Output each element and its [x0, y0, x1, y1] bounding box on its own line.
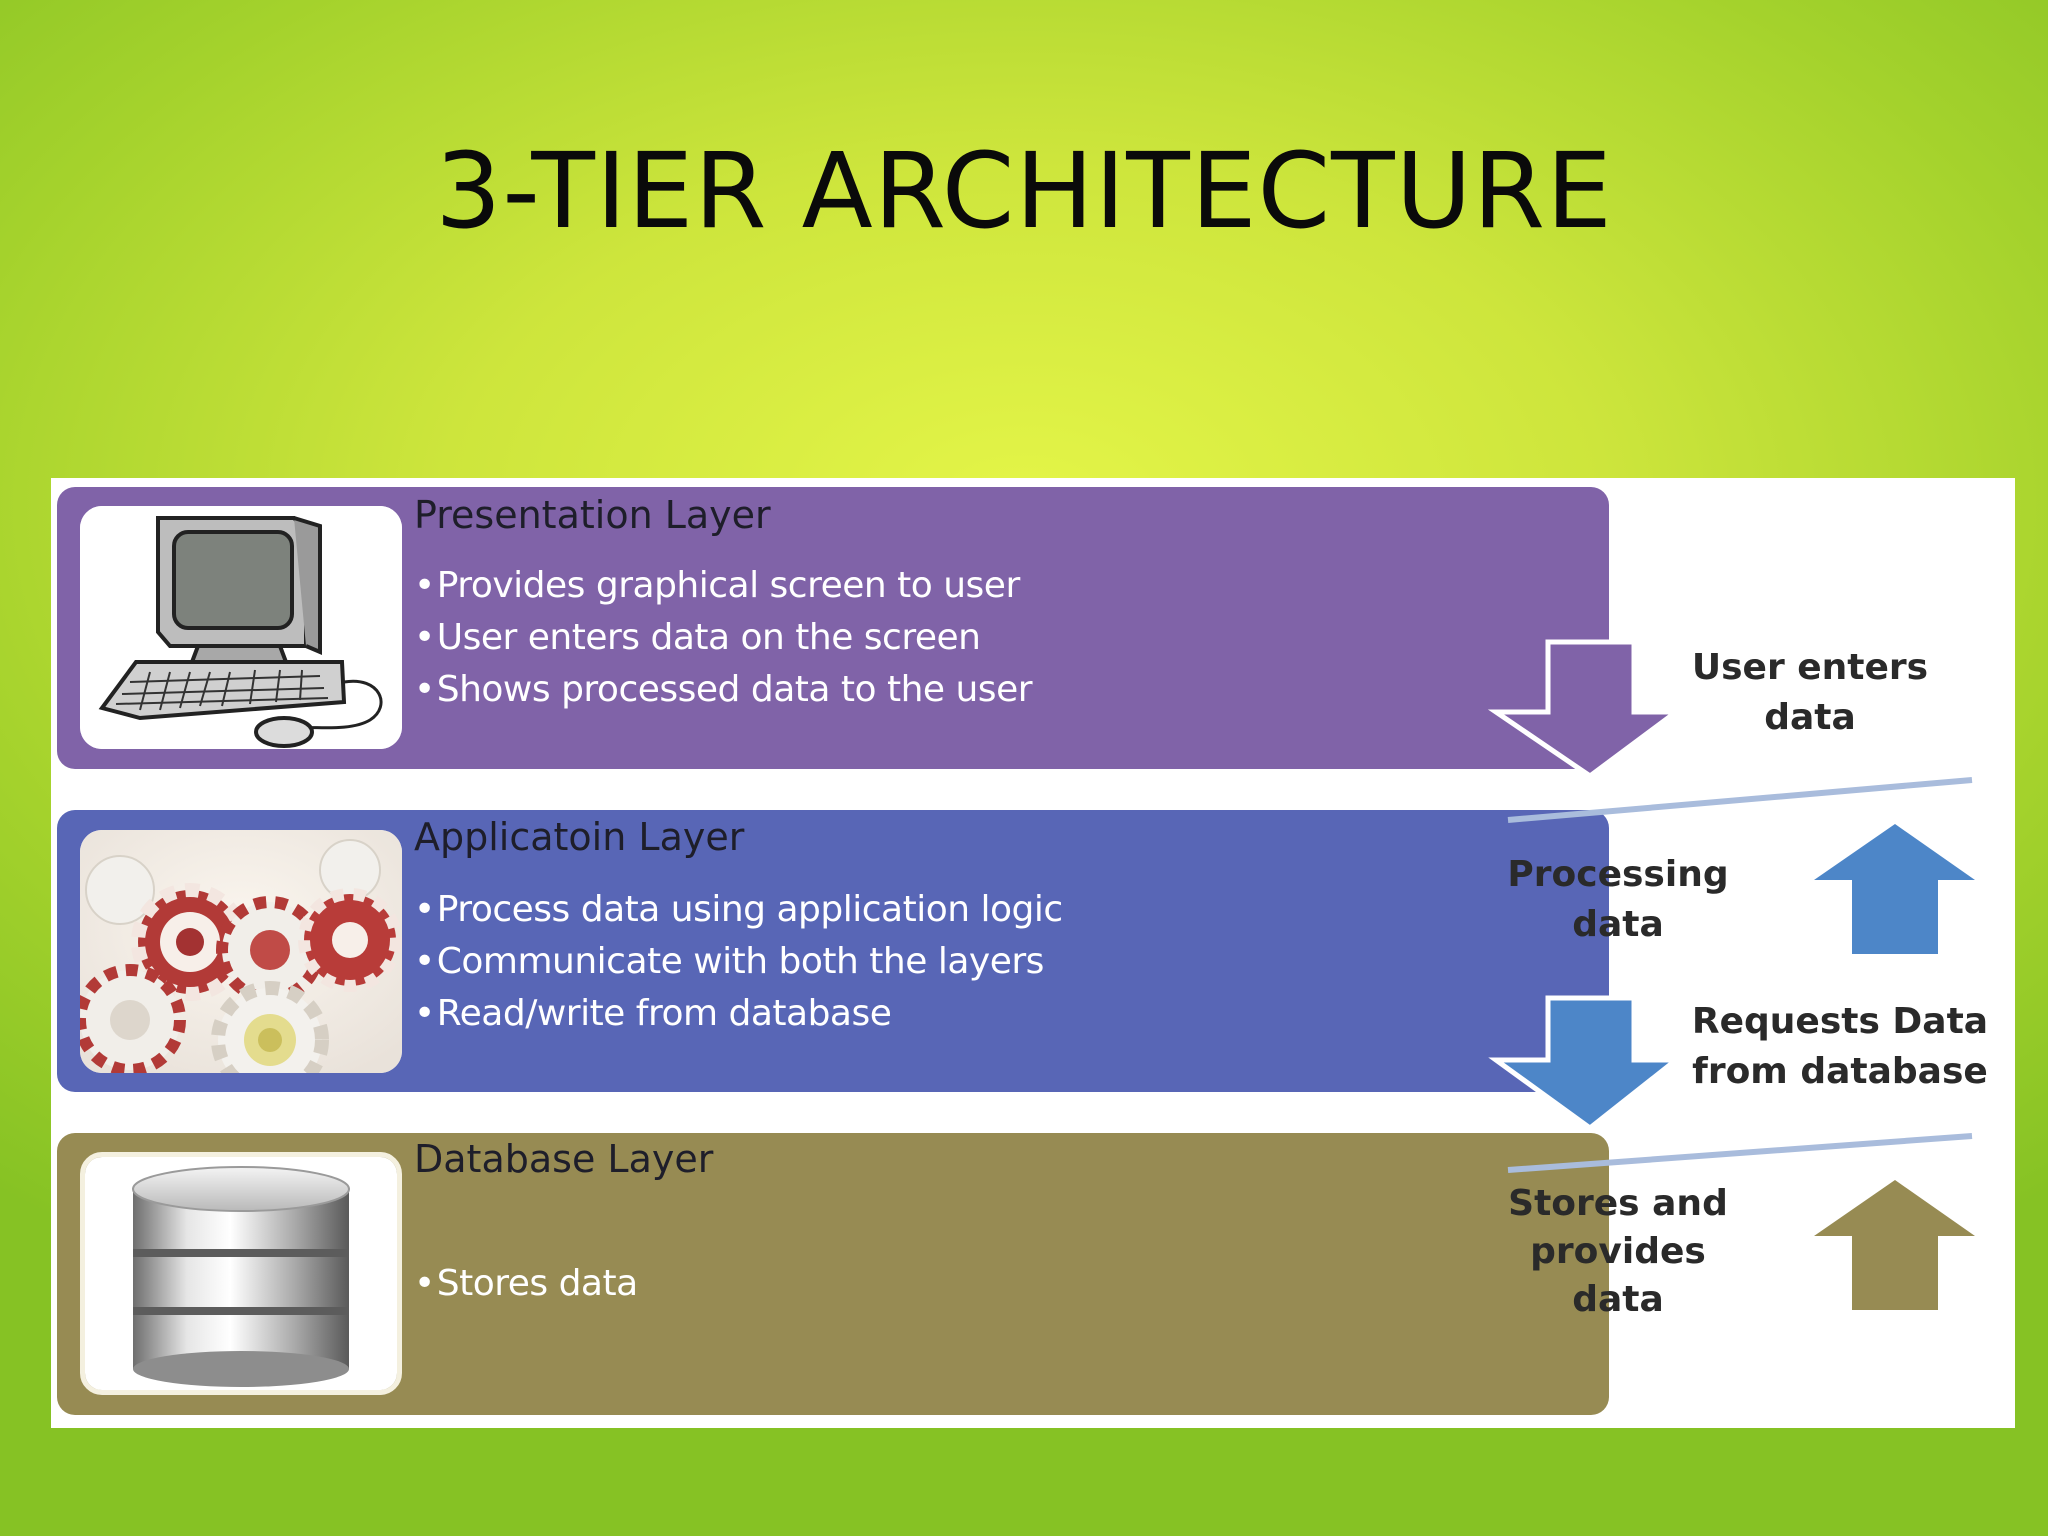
gears-icon [80, 830, 402, 1073]
bullet-item: Communicate with both the layers [414, 936, 1063, 988]
label-stores-provides-data: Stores and provides data [1478, 1180, 1758, 1324]
presentation-bullets: Provides graphical screen to user User e… [414, 560, 1033, 716]
label-user-enters-data: User enters data [1670, 643, 1950, 743]
computer-icon [80, 506, 402, 749]
bullet-item: Read/write from database [414, 988, 1063, 1040]
presentation-layer-title: Presentation Layer [414, 493, 771, 537]
label-requests-data-text: Requests Data from database [1691, 1001, 1989, 1092]
bullet-item: Provides graphical screen to user [414, 560, 1032, 612]
label-stores-provides-data-text: Stores and provides data [1508, 1183, 1728, 1320]
bullet-item: Stores data [414, 1258, 638, 1310]
database-layer-title: Database Layer [414, 1137, 714, 1181]
application-layer-title: Applicatoin Layer [414, 815, 745, 859]
label-processing-data: Processing data [1478, 850, 1758, 950]
database-icon [80, 1152, 402, 1395]
label-requests-data: Requests Data from database [1660, 997, 2020, 1097]
database-bullets: Stores data [414, 1258, 638, 1310]
bullet-item: Process data using application logic [414, 884, 1063, 936]
application-bullets: Process data using application logic Com… [414, 884, 1063, 1040]
label-processing-data-text: Processing data [1507, 854, 1729, 945]
bullet-item: Shows processed data to the user [414, 664, 1033, 716]
slide-title: 3-TIER ARCHITECTURE [435, 130, 1613, 252]
label-user-enters-data-text: User enters data [1691, 647, 1929, 738]
bullet-item: User enters data on the screen [414, 612, 1032, 664]
